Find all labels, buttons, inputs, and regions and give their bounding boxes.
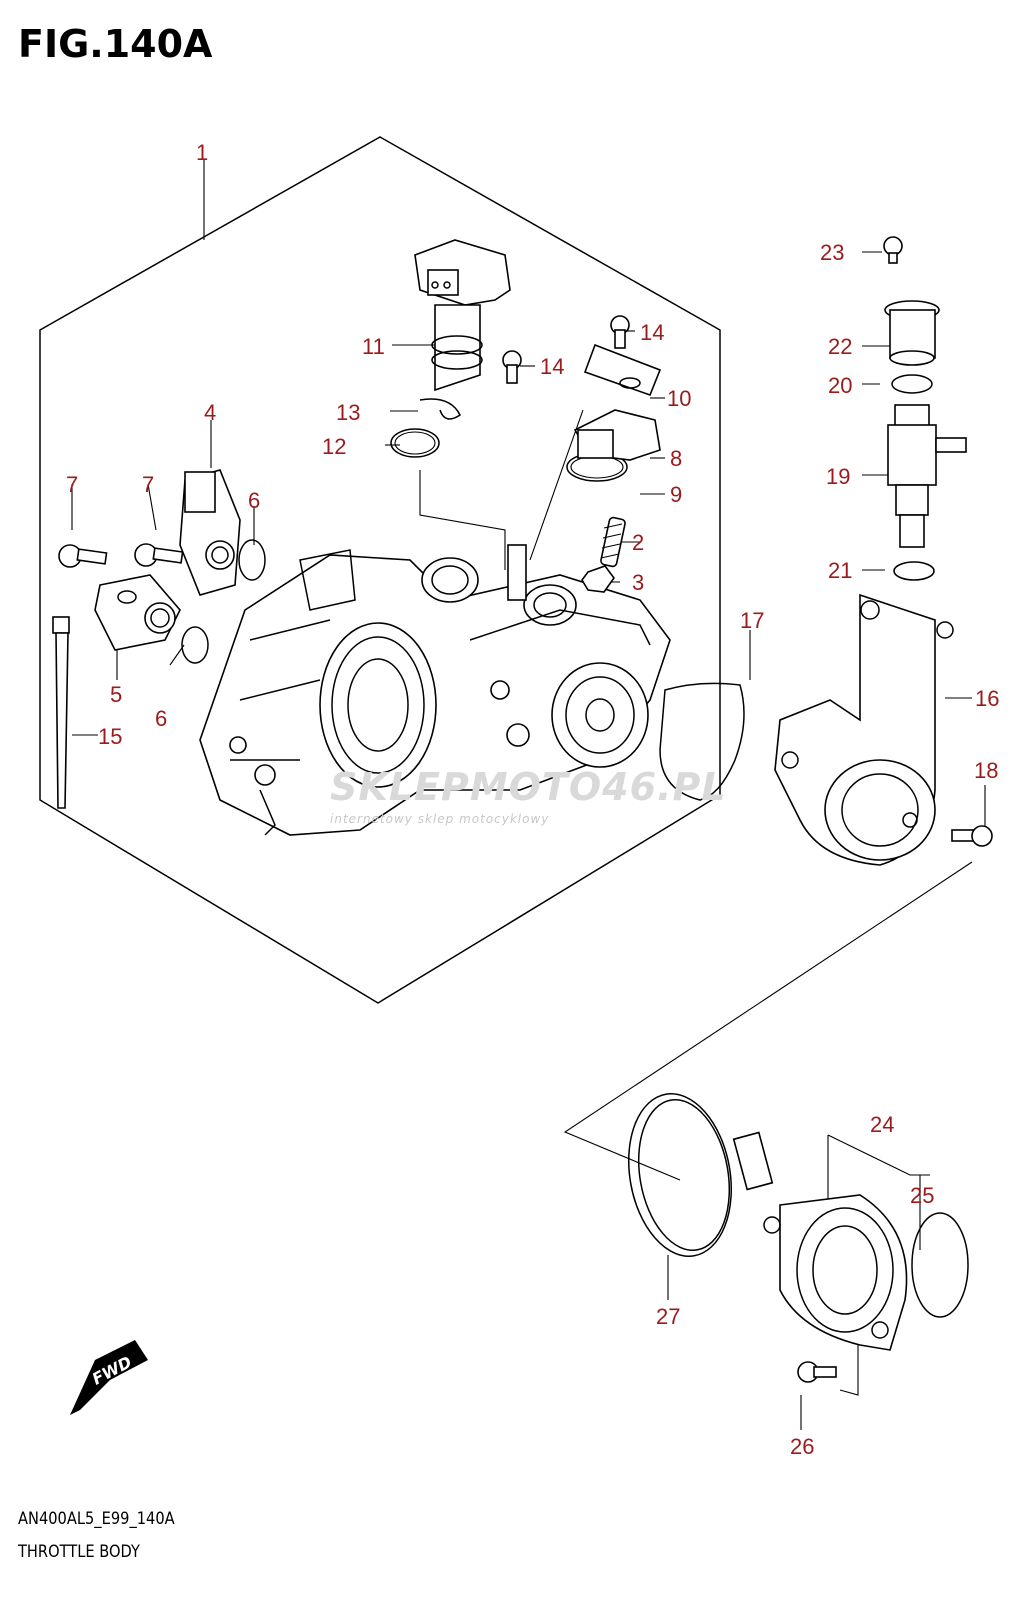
callout-4: 4: [204, 400, 217, 425]
nut-3: [581, 565, 615, 593]
callout-5: 5: [110, 682, 123, 707]
bracket-10: [583, 343, 662, 397]
callout-24: 24: [870, 1112, 895, 1137]
callout-15: 15: [98, 724, 123, 749]
screw-26: [797, 1361, 837, 1383]
screw-14-lower: [502, 350, 522, 384]
outlet-24: [763, 1194, 908, 1351]
callout-6-lower: 6: [155, 706, 168, 731]
callout-9: 9: [670, 482, 683, 507]
callout-21: 21: [828, 558, 853, 583]
leader-lines: [71, 160, 986, 1430]
throttle-body-housing: [199, 544, 671, 836]
callout-23: 23: [820, 240, 845, 265]
o-ring-25: [911, 1212, 969, 1318]
cable-tie-15: [52, 616, 70, 809]
callout-2: 2: [632, 530, 645, 555]
callout-25: 25: [910, 1183, 935, 1208]
callout-7-right: 7: [142, 472, 155, 497]
screw-14-upper: [610, 315, 630, 349]
o-ring-9-inner: [570, 455, 624, 479]
intake-pipe-16: [774, 593, 954, 866]
o-ring-6-lower: [181, 626, 209, 664]
callout-8: 8: [670, 446, 683, 471]
sensor-part-8: [573, 409, 661, 461]
callout-11: 11: [362, 334, 385, 359]
bolt-18: [951, 825, 993, 847]
callout-1: 1: [196, 140, 209, 165]
injector-19: [887, 404, 967, 548]
sensor-part-11: [414, 239, 511, 392]
bolt-7-right: [134, 543, 184, 567]
figure-title: FIG.140A: [18, 22, 213, 66]
bracket-5: [94, 574, 181, 651]
callout-12: 12: [322, 434, 347, 459]
washer-21: [893, 561, 935, 581]
callout-22: 22: [828, 334, 853, 359]
sensor-part-4: [179, 469, 241, 596]
callout-18: 18: [974, 758, 999, 783]
diagram-code: AN400AL5_E99_140A: [18, 1509, 175, 1529]
callout-10: 10: [667, 386, 692, 411]
o-ring-6-upper: [238, 539, 266, 581]
o-ring-20: [891, 374, 933, 394]
screw-23: [883, 236, 903, 264]
callout-14-lower: 14: [540, 354, 565, 379]
o-ring-12-inner: [394, 431, 436, 455]
watermark-brand: SKLEPMOTO46.PL: [330, 765, 727, 809]
callout-6-upper: 6: [248, 488, 261, 513]
fwd-arrow-icon: [70, 1340, 148, 1415]
watermark-tagline: internetowy sklep motocyklowy: [330, 812, 550, 826]
callout-17: 17: [740, 608, 765, 633]
assembly-outline: [39, 136, 721, 1004]
callout-19: 19: [826, 464, 851, 489]
callout-3: 3: [632, 570, 645, 595]
callout-16: 16: [975, 686, 1000, 711]
callout-27: 27: [656, 1304, 681, 1329]
callout-26: 26: [790, 1434, 815, 1459]
diagram-caption: THROTTLE BODY: [18, 1542, 140, 1562]
callout-20: 20: [828, 373, 853, 398]
callout-13: 13: [336, 400, 361, 425]
bolt-7-left: [58, 544, 108, 568]
callout-14-upper: 14: [640, 320, 665, 345]
gasket-17: [659, 682, 745, 801]
o-ring-12: [390, 428, 440, 458]
spring-2: [600, 516, 626, 568]
callout-7-left: 7: [66, 472, 79, 497]
cap-22: [884, 300, 940, 366]
band-27: [627, 1093, 774, 1257]
clip-13: [419, 398, 461, 420]
